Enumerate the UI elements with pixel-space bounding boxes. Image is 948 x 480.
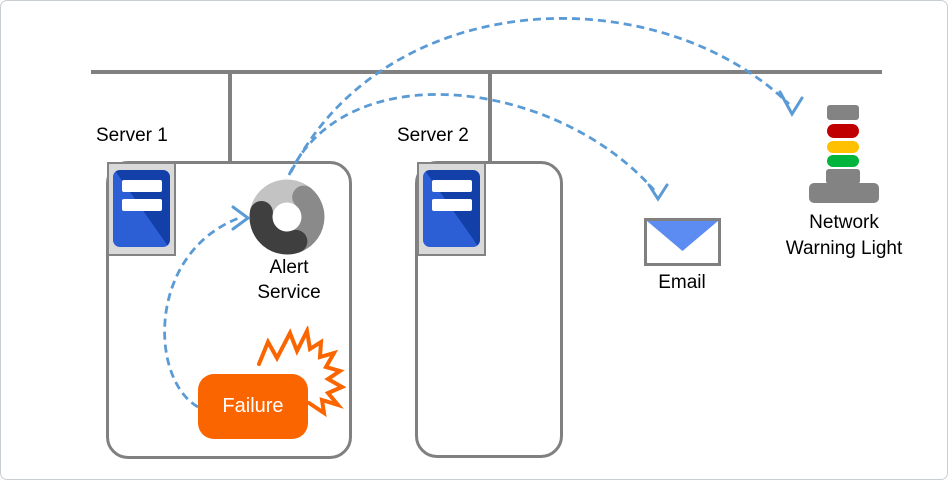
email-label: Email	[658, 272, 706, 293]
arrow-alert-to-warning-light	[289, 17, 790, 173]
failure-box: Failure	[198, 374, 308, 439]
server-slot	[122, 199, 162, 211]
server-body	[113, 170, 170, 247]
server-slot	[122, 180, 162, 192]
arrowhead-at-warning-light-icon	[778, 90, 804, 117]
arrowhead-at-email-icon	[647, 183, 669, 202]
server1-box	[106, 161, 352, 459]
email-envelope-icon	[644, 218, 721, 266]
server2-label: Server 2	[397, 125, 469, 146]
failure-label: Failure	[222, 395, 284, 417]
server-slot	[432, 199, 472, 211]
warning-light-label: Network Warning Light	[764, 210, 924, 262]
server-slot	[432, 180, 472, 192]
alert-service-label: Alert Service	[242, 255, 336, 305]
network-warning-stack-light-icon	[801, 101, 889, 205]
warning-light-label-line1: Network	[809, 212, 879, 233]
warning-light-label-line2: Warning Light	[785, 238, 903, 259]
alert-service-label-line2: Service	[257, 282, 321, 303]
server-body	[423, 170, 480, 247]
network-bus-line	[91, 70, 882, 74]
server1-server-icon	[107, 162, 176, 256]
server2-server-icon	[417, 162, 486, 256]
server2-drop-connector	[488, 70, 492, 163]
server1-drop-connector	[228, 70, 232, 163]
server1-label: Server 1	[96, 125, 168, 146]
alert-service-donut-swirl-icon	[248, 177, 328, 257]
alert-service-label-line1: Alert	[269, 257, 309, 278]
